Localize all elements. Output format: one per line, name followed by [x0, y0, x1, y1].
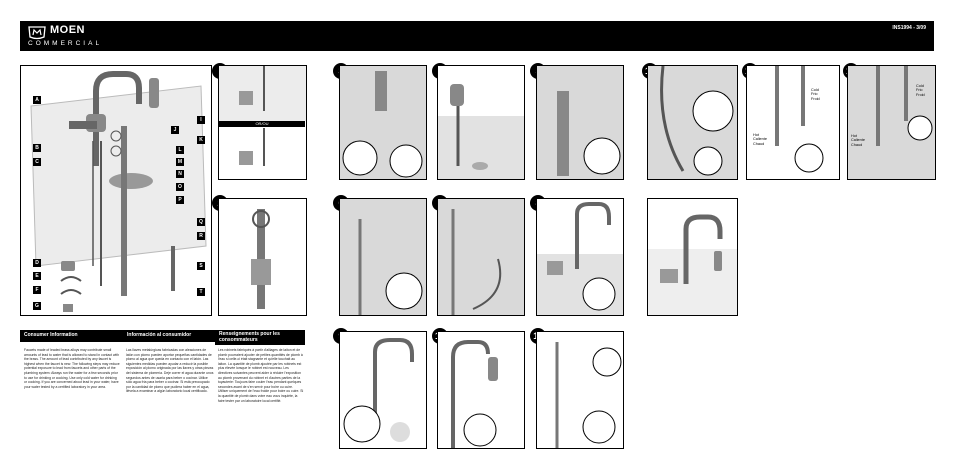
moen-logo-icon: [28, 26, 46, 40]
label-d: D: [33, 259, 41, 267]
consumer-info-heading-es: Información al consumidor: [123, 330, 215, 342]
label-c: C: [33, 158, 41, 166]
brand-subtitle: COMMERCIAL: [28, 40, 103, 47]
label-m: M: [176, 158, 184, 166]
label-k: K: [197, 136, 205, 144]
step-14-hot-label: Hot Caliente Chaud: [851, 134, 865, 147]
step-2-panel: [218, 198, 307, 316]
label-r: R: [197, 232, 205, 240]
step-11-panel: [536, 331, 624, 449]
label-o: O: [176, 183, 184, 191]
step-12-panel: [647, 65, 738, 180]
document-number: INS1994 - 3/09: [892, 25, 926, 31]
step-13-cold-label: Cold Frio Froid: [811, 88, 820, 101]
finished-faucet-panel: [647, 198, 738, 316]
step-5-panel: [536, 65, 624, 180]
consumer-info-text-en: Faucets made of leaded brass alloys may …: [24, 348, 120, 389]
step-8-panel: [536, 198, 624, 316]
label-s: S: [197, 262, 205, 270]
step-3-panel: [339, 65, 427, 180]
label-i: I: [197, 116, 205, 124]
step-4-panel: [437, 65, 525, 180]
label-n: N: [176, 170, 184, 178]
consumer-info-text-es: Las llaves metalúrgicas fabricadas con a…: [126, 348, 214, 394]
step-7-panel: [437, 198, 525, 316]
label-q: Q: [197, 218, 205, 226]
label-l: L: [176, 146, 184, 154]
step-6-panel: [339, 198, 427, 316]
consumer-info-heading-fr: Renseignements pour les consommateurs: [215, 330, 305, 345]
consumer-info-heading-en: Consumer Information: [20, 330, 123, 342]
label-b: B: [33, 144, 41, 152]
label-j: J: [171, 126, 179, 134]
step-13-panel: Cold Frio Froid Hot Caliente Chaud: [746, 65, 840, 180]
label-p: P: [176, 196, 184, 204]
step-14-cold-label: Cold Frio Froid: [916, 84, 925, 97]
step-13-hot-label: Hot Caliente Chaud: [753, 133, 767, 146]
label-e: E: [33, 272, 41, 280]
step-1-or-strip: OR/OU: [219, 121, 305, 127]
label-t: T: [197, 288, 205, 296]
parts-drawing: [30, 71, 207, 312]
label-f: F: [33, 286, 41, 294]
step-10-panel: [437, 331, 525, 449]
label-a: A: [33, 96, 41, 104]
label-g: G: [33, 302, 41, 310]
step-14-panel: Cold Frio Froid Hot Caliente Chaud: [847, 65, 936, 180]
brand-name: MOEN: [50, 24, 85, 36]
consumer-info-text-fr: Les robinets fabriqués à partir d'alliag…: [218, 348, 304, 403]
parts-diagram-panel: A B C D E F G I J K L M N O P Q R S T: [20, 65, 212, 316]
header-bar: MOEN COMMERCIAL INS1994 - 3/09: [20, 21, 934, 51]
step-9-panel: [339, 331, 427, 449]
